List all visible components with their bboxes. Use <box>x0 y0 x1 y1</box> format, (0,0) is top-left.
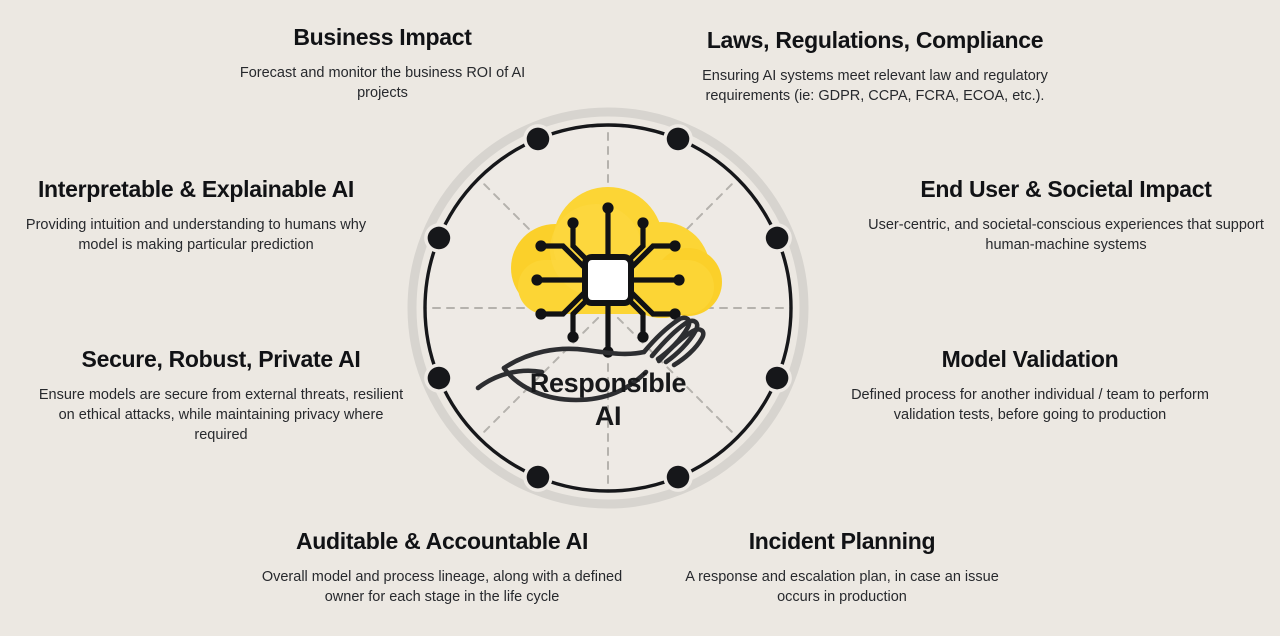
label-desc-incident-planning: A response and escalation plan, in case … <box>685 569 999 605</box>
label-desc-auditable-accountable-ai: Overall model and process lineage, along… <box>261 569 623 605</box>
hub-node <box>762 363 792 393</box>
label-title-laws-regulations-compliance: Laws, Regulations, Compliance <box>706 27 1044 53</box>
label-title-business-impact: Business Impact <box>293 24 472 50</box>
responsible-ai-hub: Responsible AI <box>400 100 816 516</box>
label-title-model-validation: Model Validation <box>941 346 1119 372</box>
hub-svg <box>407 107 809 509</box>
label-model-validation: Model Validation Defined process for ano… <box>828 346 1232 426</box>
label-end-user-societal-impact: End User & Societal Impact User-centric,… <box>860 176 1272 256</box>
label-laws-regulations-compliance: Laws, Regulations, Compliance Ensuring A… <box>660 27 1090 107</box>
hub-node <box>424 363 454 393</box>
label-title-incident-planning: Incident Planning <box>748 528 936 554</box>
hub-node <box>663 462 693 492</box>
label-interpretable-explainable-ai: Interpretable & Explainable AI Providing… <box>0 176 392 256</box>
label-desc-laws-regulations-compliance: Ensuring AI systems meet relevant law an… <box>702 68 1048 104</box>
hub-node <box>523 124 553 154</box>
chip-network <box>531 202 685 358</box>
label-desc-business-impact: Forecast and monitor the business ROI of… <box>239 65 526 101</box>
label-title-auditable-accountable-ai: Auditable & Accountable AI <box>295 528 589 554</box>
hub-node <box>762 223 792 253</box>
hand-icon <box>475 315 706 403</box>
label-secure-robust-private-ai: Secure, Robust, Private AI Ensure models… <box>22 346 420 445</box>
hub-node <box>424 223 454 253</box>
chip-icon <box>582 254 634 306</box>
label-desc-model-validation: Defined process for another individual /… <box>851 387 1209 423</box>
hub-ring <box>423 123 793 493</box>
label-incident-planning: Incident Planning A response and escalat… <box>660 528 1024 608</box>
label-desc-end-user-societal-impact: User-centric, and societal-conscious exp… <box>868 217 1264 253</box>
label-auditable-accountable-ai: Auditable & Accountable AI Overall model… <box>240 528 644 608</box>
ai-cloud-hand-icon <box>475 187 722 403</box>
hub-node <box>523 462 553 492</box>
hub-outer-ring <box>407 107 809 509</box>
label-desc-secure-robust-private-ai: Ensure models are secure from external t… <box>38 387 404 443</box>
label-desc-interpretable-explainable-ai: Providing intuition and understanding to… <box>25 217 367 253</box>
hub-node <box>663 124 693 154</box>
label-title-interpretable-explainable-ai: Interpretable & Explainable AI <box>37 176 355 202</box>
label-title-end-user-societal-impact: End User & Societal Impact <box>920 176 1212 202</box>
label-title-secure-robust-private-ai: Secure, Robust, Private AI <box>81 346 361 372</box>
label-business-impact: Business Impact Forecast and monitor the… <box>190 24 575 104</box>
hub-nodes <box>424 124 792 492</box>
